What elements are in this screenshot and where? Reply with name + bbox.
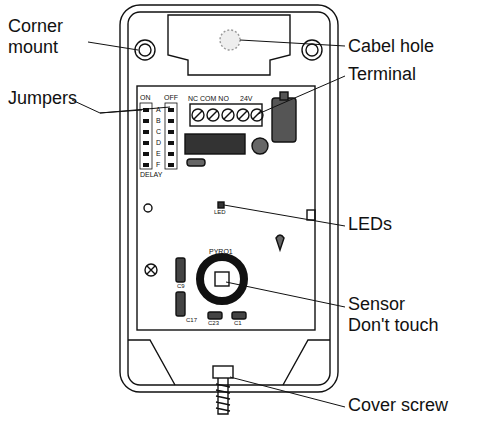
board-marking: 24V — [240, 95, 252, 103]
pyro-sensor-window — [215, 272, 229, 286]
chip — [185, 134, 245, 154]
board-marking: LED — [214, 209, 226, 216]
leader-line — [240, 40, 345, 46]
cable-hole — [220, 30, 240, 50]
corner-mount-hole — [306, 44, 318, 56]
capacitor — [252, 138, 268, 154]
board-marking: C — [156, 128, 161, 136]
callout-label: LEDs — [348, 214, 392, 235]
terminal-screws — [192, 109, 263, 121]
board-marking: C1 — [234, 320, 242, 327]
board-marking: B — [156, 117, 161, 125]
housing-inner — [128, 12, 330, 385]
cable-bracket — [168, 15, 290, 75]
pcb-screw — [145, 264, 157, 276]
board-marking: ON — [140, 94, 151, 102]
cover-screw-head — [213, 366, 233, 378]
callout-label: Corner mount — [8, 16, 86, 57]
terminal-block — [190, 104, 262, 126]
pcb-screw-cross — [147, 266, 155, 274]
capacitor — [208, 312, 222, 319]
pcb-hole — [144, 204, 152, 212]
component — [276, 235, 284, 250]
board-marking: PYRO1 — [209, 248, 233, 256]
callout-label: Cabel hole — [348, 36, 434, 57]
leader-line — [226, 282, 345, 307]
leader-line — [88, 42, 138, 50]
board-marking: E — [156, 150, 161, 158]
housing-floor — [128, 340, 330, 385]
board-marking: C17 — [186, 317, 197, 324]
callout-label: Terminal — [348, 64, 416, 85]
capacitor — [232, 312, 246, 319]
leader-line — [230, 377, 345, 407]
board-marking: D — [156, 139, 161, 147]
board-marking: C23 — [208, 320, 219, 327]
jumper-pins — [140, 103, 177, 169]
pyro-sensor-ring — [200, 257, 244, 301]
capacitor — [176, 292, 185, 316]
board-marking: DELAY — [140, 171, 162, 179]
callout-label: Sensor Don't touch — [348, 294, 448, 335]
leader-line — [72, 100, 142, 113]
circuit-board — [137, 86, 315, 330]
board-marking: OFF — [164, 94, 178, 102]
corner-mount-hole — [139, 44, 151, 56]
relay — [272, 98, 296, 142]
callout-label: Cover screw — [348, 395, 448, 416]
relay-top — [280, 92, 288, 100]
board-marking: A — [156, 106, 161, 114]
leader-line — [224, 205, 345, 226]
capacitor — [176, 258, 185, 282]
callout-label: Jumpers — [8, 88, 77, 109]
led-symbol — [218, 202, 224, 208]
corner-mount — [302, 40, 322, 60]
cover-screw-thread — [216, 378, 230, 414]
board-notch — [307, 210, 315, 220]
housing-outer — [120, 5, 338, 392]
board-marking: F — [156, 161, 160, 169]
leader-lines — [72, 40, 345, 407]
board-marking: NC COM NO — [188, 95, 229, 103]
board-marking: C9 — [177, 283, 185, 290]
leader-line — [258, 76, 345, 114]
component — [187, 159, 205, 166]
